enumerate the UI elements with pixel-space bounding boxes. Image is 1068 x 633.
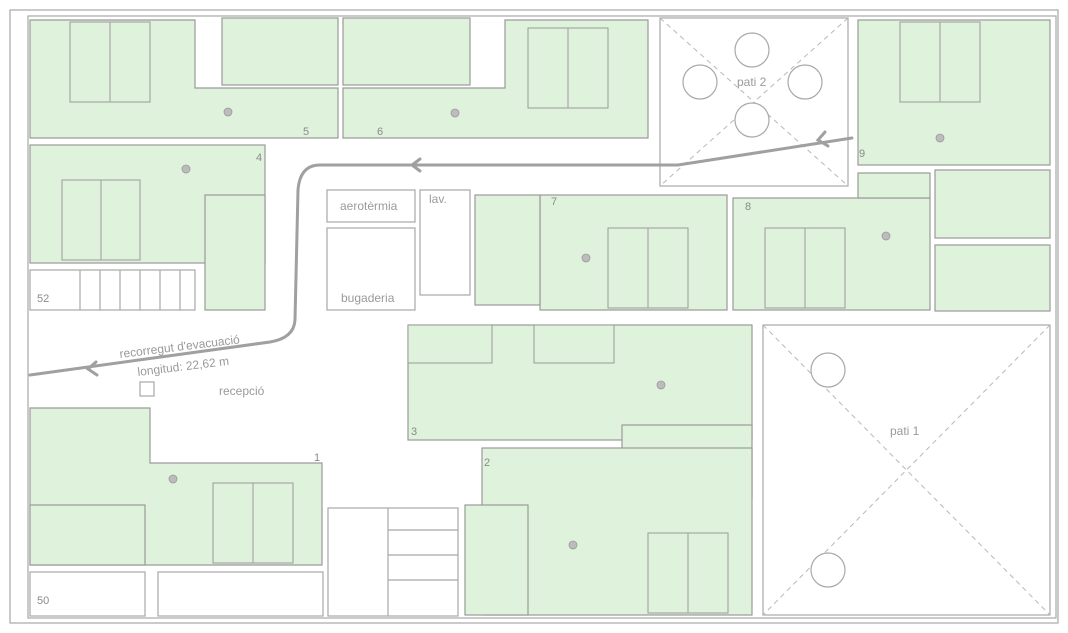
room-number-9: 9 [859,148,865,160]
bugaderia-label: bugaderia [341,291,395,305]
evacuation-route [28,130,854,377]
room-2[interactable] [464,447,753,616]
reception-desk [139,381,155,397]
building-outline [9,9,1059,624]
recepcio-label: recepció [219,384,265,398]
stairs-52 [29,269,196,311]
room-8[interactable] [732,172,931,311]
room-5[interactable] [29,17,339,139]
room-number-7: 7 [551,196,557,208]
room-number-4: 4 [256,152,262,164]
aerotermia-label: aerotèrmia [340,199,398,213]
courtyard-1 [762,324,1051,616]
room-number-8: 8 [745,201,751,213]
stair-number-52: 52 [37,293,49,305]
room-4[interactable] [29,144,266,311]
room-1[interactable] [29,407,323,566]
room-number-1: 1 [314,452,320,464]
courtyard-2 [659,17,849,187]
room-number-2: 2 [484,457,490,469]
stairs-50 [29,507,459,617]
room-number-5: 5 [303,126,309,138]
pati-2-label: pati 2 [737,75,767,89]
room-9[interactable] [857,19,1051,312]
room-number-3: 3 [411,426,417,438]
stair-number-50: 50 [37,595,49,607]
room-number-6: 6 [377,126,383,138]
lav-label: lav. [429,192,447,206]
pati-1-label: pati 1 [890,424,920,438]
room-6[interactable] [342,17,649,139]
room-7[interactable] [474,194,728,311]
service-rooms [326,189,471,311]
